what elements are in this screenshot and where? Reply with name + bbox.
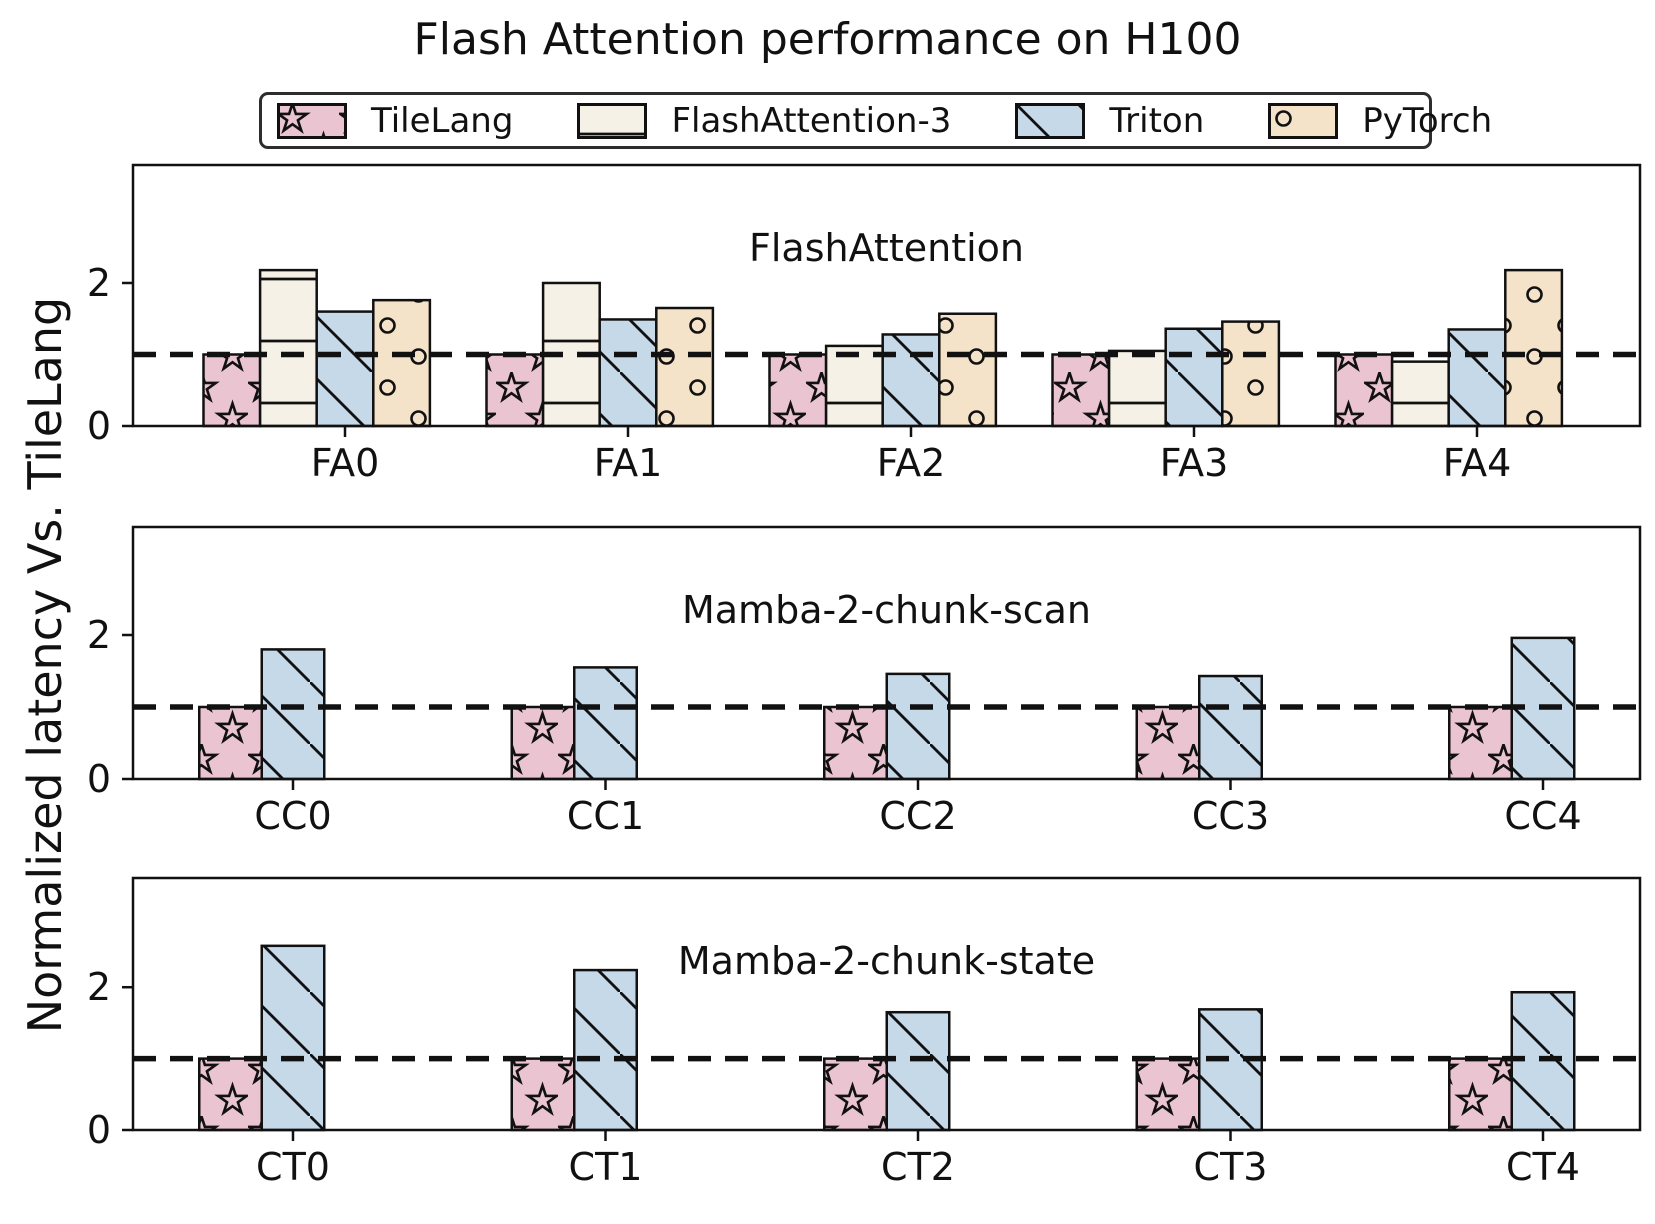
bar-hatch — [573, 666, 638, 781]
legend-swatch-star — [277, 102, 347, 139]
bar-hatch — [938, 312, 998, 428]
bar-hatch — [1051, 353, 1111, 428]
x-tick-label: CT0 — [256, 1145, 330, 1189]
x-tick-label: FA2 — [876, 441, 946, 485]
y-tick-label: 0 — [86, 404, 111, 448]
bar-hatch — [1135, 705, 1201, 781]
swatch-hatch — [577, 102, 648, 139]
axes-frame — [131, 876, 1642, 1132]
x-tick-label: FA0 — [310, 441, 380, 485]
bar-hatch — [315, 310, 375, 428]
legend-label: TileLang — [371, 100, 514, 141]
legend-label: FlashAttention-3 — [671, 100, 952, 141]
panel-2 — [122, 876, 1642, 1141]
x-tick-label: CC0 — [254, 794, 332, 838]
bar-hatch — [1504, 268, 1564, 428]
bar-hatch — [1164, 327, 1224, 428]
legend: TileLang FlashAttention-3 Triton PyTorch — [259, 92, 1492, 149]
bar-hatch — [655, 306, 715, 428]
x-tick-label: CT3 — [1193, 1145, 1268, 1189]
bar-hatch — [1448, 1057, 1513, 1132]
chart-title: Flash Attention performance on H100 — [413, 14, 1242, 65]
bar-hatch — [510, 705, 576, 781]
legend-swatch-circles — [1268, 102, 1339, 139]
bar-hatch — [573, 968, 638, 1132]
bar-hatch — [1334, 353, 1394, 428]
x-tick-label: FA4 — [1442, 441, 1512, 485]
panel-title: Mamba-2-chunk-scan — [681, 588, 1092, 632]
bar-hatch — [202, 353, 262, 428]
x-tick-label: CC4 — [1504, 794, 1582, 838]
bar-hatch — [823, 705, 888, 781]
legend-item: TileLang — [277, 101, 513, 141]
x-tick-label: CT2 — [881, 1145, 955, 1189]
y-tick-label: 0 — [86, 757, 111, 801]
legend-item: PyTorch — [1268, 101, 1492, 141]
x-tick-label: CT1 — [568, 1145, 643, 1189]
bar-hatch — [885, 1010, 951, 1132]
panel-title: FlashAttention — [749, 226, 1024, 270]
bar-hatch — [485, 353, 545, 428]
bar-hatch — [1448, 705, 1513, 781]
panel-title: Mamba-2-chunk-state — [677, 939, 1096, 983]
bar-hatch — [510, 1057, 576, 1132]
axes-frame — [131, 525, 1642, 781]
bar-hatch — [1107, 349, 1167, 428]
bar-hatch — [372, 298, 432, 428]
bar-hatch — [198, 705, 263, 781]
y-tick-label: 2 — [86, 965, 111, 1010]
bar-hatch — [1135, 1057, 1201, 1132]
swatch-hatch — [277, 102, 347, 139]
panel-1 — [122, 525, 1642, 790]
x-tick-label: CC3 — [1191, 794, 1270, 838]
x-tick-label: CC2 — [879, 794, 957, 838]
bar-hatch — [768, 353, 828, 428]
y-tick-label: 2 — [86, 260, 111, 305]
bar-hatch — [1390, 360, 1450, 428]
swatch-hatch — [1268, 102, 1339, 139]
y-tick-label: 2 — [86, 613, 111, 657]
legend-item: Triton — [1015, 101, 1204, 141]
legend-label: PyTorch — [1362, 100, 1493, 141]
bar-hatch — [1198, 1008, 1263, 1132]
legend-label: Triton — [1109, 100, 1205, 141]
panel-0 — [122, 163, 1642, 437]
swatch-hatch — [1015, 102, 1086, 139]
bar-hatch — [881, 333, 941, 428]
bar-hatch — [1198, 674, 1263, 781]
bar-hatch — [198, 1057, 263, 1132]
bar-hatch — [823, 1057, 888, 1132]
x-tick-label: FA1 — [593, 441, 663, 485]
legend-item: FlashAttention-3 — [577, 101, 951, 141]
x-tick-label: CC1 — [566, 794, 645, 838]
bar-hatch — [1221, 320, 1281, 428]
y-tick-label: 0 — [86, 1108, 111, 1152]
bar-hatch — [598, 318, 658, 428]
x-tick-label: CT4 — [1506, 1145, 1580, 1189]
legend-swatch-hlines — [577, 102, 648, 139]
x-tick-label: FA3 — [1159, 441, 1229, 485]
bar-hatch — [1447, 328, 1507, 428]
legend-swatch-diag — [1015, 102, 1086, 139]
bar-hatch — [258, 268, 318, 428]
bar-hatch — [260, 648, 326, 781]
bar-hatch — [824, 344, 884, 428]
bar-hatch — [885, 672, 951, 781]
axes-frame — [131, 163, 1642, 428]
